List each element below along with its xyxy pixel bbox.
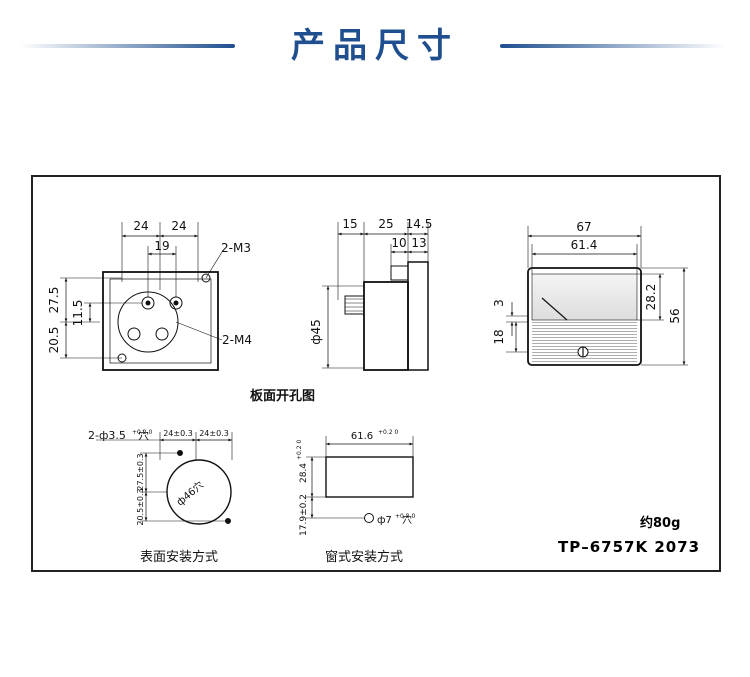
window-dim-height: 28.4 [299, 463, 309, 483]
front-hole-m4: 2-M4 [222, 333, 252, 347]
surface-mount-view [96, 432, 233, 525]
side-dim-13: 13 [411, 236, 426, 250]
title-rule-left [20, 44, 235, 48]
model-number: TP–6757K 2073 [558, 538, 701, 556]
face-dim-67: 67 [576, 220, 591, 234]
page-title: 产品尺寸 [291, 26, 459, 66]
surface-dim-20-5: 20.5±0.3 [136, 488, 145, 525]
window-hole-suffix: 穴 [402, 513, 412, 526]
front-dim-20-5: 20.5 [47, 327, 61, 354]
front-dim-11-5: 11.5 [71, 300, 85, 327]
front-hole-m3: 2-M3 [221, 241, 251, 255]
side-dim-25: 25 [378, 217, 393, 231]
side-bezel [407, 261, 429, 371]
surface-dim-24a: 24±0.3 [163, 429, 193, 438]
window-cutout-rect [325, 456, 414, 498]
caption-panel-cutout: 板面开孔图 [250, 389, 316, 404]
front-dim-24b: 24 [171, 219, 186, 233]
window-dim-height-tol: +0.2 0 [296, 440, 303, 460]
face-dim-18: 18 [492, 329, 506, 344]
caption-surface-mount: 表面安装方式 [140, 550, 219, 565]
front-view [60, 222, 223, 371]
face-dim-28-2: 28.2 [644, 284, 658, 311]
side-body [363, 281, 409, 371]
surface-holes-tol: +0.2 0 [132, 429, 152, 436]
front-dim-27-5: 27.5 [47, 287, 61, 314]
side-view [322, 222, 429, 371]
face-view [506, 226, 688, 366]
surface-dim-27-5: 27.5±0.3 [136, 453, 145, 490]
face-body [527, 267, 642, 366]
window-hole-label: ф7 [377, 515, 392, 526]
surface-holes-label: 2-ф3.5 [88, 429, 126, 442]
caption-window-mount: 窗式安装方式 [325, 550, 404, 565]
front-dim-24a: 24 [133, 219, 148, 233]
side-dim-15: 15 [342, 217, 357, 231]
surface-dim-24b: 24±0.3 [199, 429, 229, 438]
title-rule-right [500, 44, 725, 48]
surface-phi46: ф46穴 [174, 478, 206, 508]
face-dim-56: 56 [668, 308, 682, 323]
window-dim-width: 61.6 [351, 431, 373, 442]
m3-hole [201, 273, 211, 283]
face-dim-3: 3 [492, 299, 506, 307]
weight-label: 约80g [640, 516, 681, 531]
needle [541, 297, 568, 321]
front-dim-19: 19 [154, 239, 169, 253]
side-dim-10: 10 [391, 236, 406, 250]
window-dim-offset: 17.9±0.2 [299, 494, 309, 536]
window-mount-view [306, 436, 414, 523]
window-hole-tol: +0.2 0 [395, 513, 415, 520]
window-dim-width-tol: +0.2 0 [378, 429, 398, 436]
drawing-frame [31, 175, 721, 572]
window-hole [364, 513, 374, 523]
side-dim-phi45: ф45 [309, 319, 323, 345]
face-dim-61-4: 61.4 [571, 238, 598, 252]
side-dim-14-5: 14.5 [406, 217, 433, 231]
front-body [102, 271, 219, 371]
surface-holes-suffix: 穴 [138, 428, 149, 442]
